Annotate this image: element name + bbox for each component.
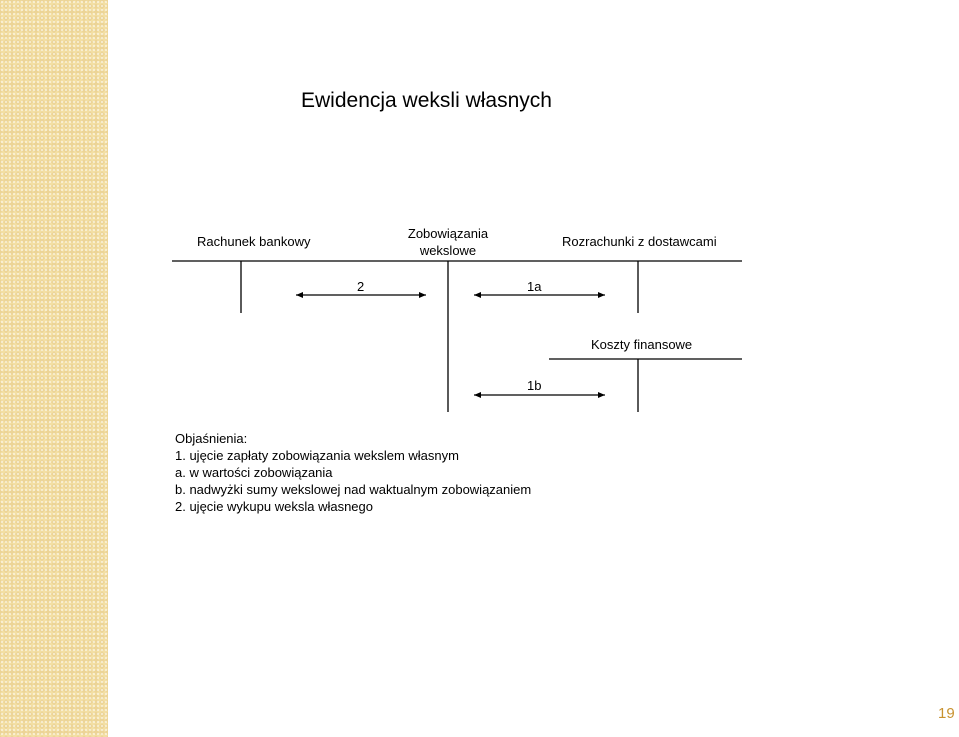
legend-item: a. w wartości zobowiązania — [175, 465, 333, 480]
account-label-notes-payable: Zobowiązania wekslowe — [396, 225, 500, 259]
legend-item: 1. ujęcie zapłaty zobowiązania wekslem w… — [175, 448, 459, 463]
account-label-notes-line2: wekslowe — [419, 243, 477, 258]
account-label-notes-line1: Zobowiązania — [407, 226, 489, 241]
flow-label-1a: 1a — [527, 279, 542, 294]
legend-heading: Objaśnienia: — [175, 431, 248, 446]
account-label-financial-costs: Koszty finansowe — [591, 337, 693, 352]
legend: Objaśnienia: 1. ujęcie zapłaty zobowiąza… — [175, 430, 531, 515]
account-label-suppliers: Rozrachunki z dostawcami — [562, 234, 717, 249]
page-number: 19 — [938, 705, 955, 722]
account-label-bank: Rachunek bankowy — [197, 234, 311, 249]
flow-label-1b: 1b — [527, 378, 542, 393]
flow-label-2: 2 — [357, 279, 365, 294]
decorative-side-band — [0, 0, 108, 737]
page-title: Ewidencja weksli własnych — [301, 89, 552, 112]
legend-item: b. nadwyżki sumy wekslowej nad waktualny… — [175, 482, 532, 497]
legend-item: 2. ujęcie wykupu weksla własnego — [175, 499, 373, 514]
